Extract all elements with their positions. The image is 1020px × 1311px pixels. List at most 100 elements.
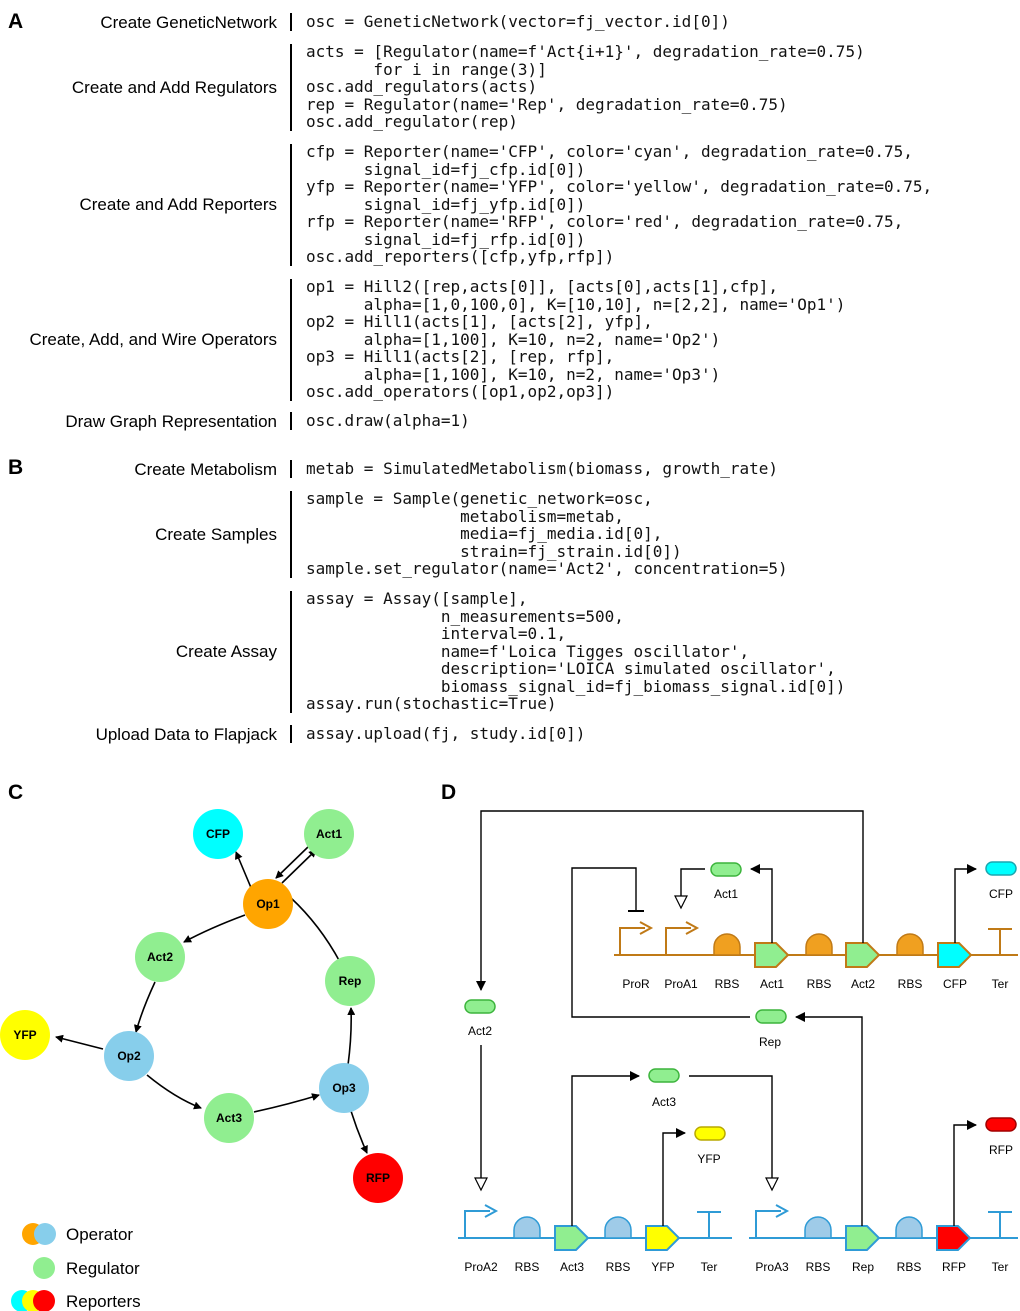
code-create-network: osc = GeneticNetwork(vector=fj_vector.id… [306, 12, 730, 31]
edge-op2-yfp [55, 1034, 104, 1050]
part-label: ProA3 [755, 1260, 789, 1274]
protein-label-act2: Act2 [468, 1024, 492, 1038]
rbs-bl-2 [604, 1216, 632, 1239]
node-act2 [135, 932, 185, 982]
graph-nodes: CFP Act1 Op1 Act2 Rep YFP Op2 Op3 Act3 R… [0, 809, 403, 1203]
node-label-cfp: CFP [206, 827, 230, 841]
edge-act2-op2 [133, 981, 156, 1033]
part-label: ProR [622, 977, 650, 991]
node-act3 [204, 1093, 254, 1143]
panel-c-graph: CFP Act1 Op1 Act2 Rep YFP Op2 Op3 Act3 R… [0, 809, 403, 1311]
legend: Operator Regulator Reporters [11, 1223, 141, 1311]
rbs-top-1 [713, 933, 741, 956]
part-label: Ter [701, 1260, 718, 1274]
rbs-br-2 [895, 1216, 923, 1239]
protein-yfp [694, 1126, 726, 1141]
rbs-bl-1 [513, 1216, 541, 1239]
code-upload: assay.upload(fj, study.id[0]) [306, 724, 586, 743]
step-bracket [290, 144, 292, 266]
code-draw: osc.draw(alpha=1) [306, 411, 470, 430]
operator-icon [22, 1223, 56, 1245]
protein-label-rfp: RFP [989, 1143, 1013, 1157]
edge-op1-cfp [235, 851, 253, 891]
part-label: RBS [898, 977, 923, 991]
promoter-proa2 [464, 1210, 490, 1238]
code-reporters: cfp = Reporter(name='CFP', color='cyan',… [306, 142, 933, 266]
cds-act2 [845, 942, 881, 968]
protein-act2 [464, 999, 496, 1014]
protein-label-yfp: YFP [697, 1152, 720, 1166]
step-bracket [290, 412, 292, 430]
panel-d-circuit: ProR ProA1 RBS Act1 RBS Act2 RBS CFP Ter… [458, 810, 1018, 1274]
edge-op3-rep [347, 1007, 356, 1066]
act3-activation-head [765, 1177, 779, 1192]
node-label-rfp: RFP [366, 1171, 390, 1185]
node-label-act2: Act2 [147, 950, 173, 964]
node-cfp [193, 809, 243, 859]
node-label-yfp: YFP [13, 1028, 36, 1042]
wire-act3-activate [689, 1075, 773, 1180]
step-bracket [290, 591, 292, 713]
panel-label-a: A [8, 10, 24, 33]
wire-cfp-express [954, 864, 977, 943]
code-assay: assay = Assay([sample], n_measurements=5… [306, 589, 846, 713]
regulator-icon [33, 1257, 55, 1279]
promoter-proa1 [665, 927, 691, 955]
terminator-br [988, 1211, 1012, 1238]
wire-act2-express [476, 810, 864, 991]
code-metabolism: metab = SimulatedMetabolism(biomass, gro… [306, 459, 779, 478]
part-label: ProA1 [664, 977, 698, 991]
step-bracket [290, 44, 292, 131]
rbs-br-1 [804, 1216, 832, 1239]
part-label: RBS [897, 1260, 922, 1274]
step-bracket [290, 279, 292, 401]
edge-act1-op1 [275, 845, 310, 879]
node-op1 [243, 879, 293, 929]
protein-act3 [648, 1068, 680, 1083]
wire-yfp-express [662, 1128, 686, 1226]
cds-act3 [554, 1225, 590, 1251]
protein-label-cfp: CFP [989, 887, 1013, 901]
part-label: ProA2 [464, 1260, 498, 1274]
node-op2 [104, 1031, 154, 1081]
legend-label-reporters: Reporters [66, 1292, 141, 1311]
code-regulators: acts = [Regulator(name=f'Act{i+1}', degr… [306, 42, 865, 131]
node-act1 [304, 809, 354, 859]
act1-activation-head [674, 895, 688, 910]
part-label: RBS [515, 1260, 540, 1274]
terminator-top [988, 928, 1012, 955]
node-rfp [353, 1153, 403, 1203]
step-label-assay: Create Assay [175, 642, 277, 661]
edge-op2-act3 [146, 1074, 202, 1110]
part-label: RBS [715, 977, 740, 991]
node-yfp [0, 1010, 50, 1060]
promoter-proa3 [755, 1210, 781, 1238]
protein-rep [755, 1009, 787, 1024]
panel-label-b: B [8, 456, 24, 479]
wire-rfp-express [953, 1120, 977, 1226]
wire-act3-express [571, 1071, 640, 1226]
bottom-left-construct: ProA2 RBS Act3 RBS YFP Ter [458, 1204, 732, 1274]
edge-rep-op1 [290, 897, 341, 963]
step-label-create-network: Create GeneticNetwork [100, 13, 277, 32]
protein-act1 [710, 862, 742, 877]
rbs-top-3 [896, 933, 924, 956]
panel-label-c: C [8, 781, 24, 804]
legend-label-operator: Operator [66, 1225, 133, 1244]
part-label: Act1 [760, 977, 784, 991]
part-label: RFP [942, 1260, 966, 1274]
node-label-op2: Op2 [117, 1049, 141, 1063]
wire-act1-activate [680, 868, 705, 906]
node-rep [325, 956, 375, 1006]
wire-act1-express [750, 864, 773, 943]
act2-activation-head [474, 1177, 488, 1192]
node-op3 [319, 1063, 369, 1113]
protein-label-act3: Act3 [652, 1095, 676, 1109]
part-label: Rep [852, 1260, 874, 1274]
promoter-pror [619, 927, 645, 955]
step-bracket [290, 460, 292, 478]
part-label: CFP [943, 977, 967, 991]
protein-label-act1: Act1 [714, 887, 738, 901]
node-label-act1: Act1 [316, 827, 342, 841]
step-label-samples: Create Samples [155, 525, 277, 544]
